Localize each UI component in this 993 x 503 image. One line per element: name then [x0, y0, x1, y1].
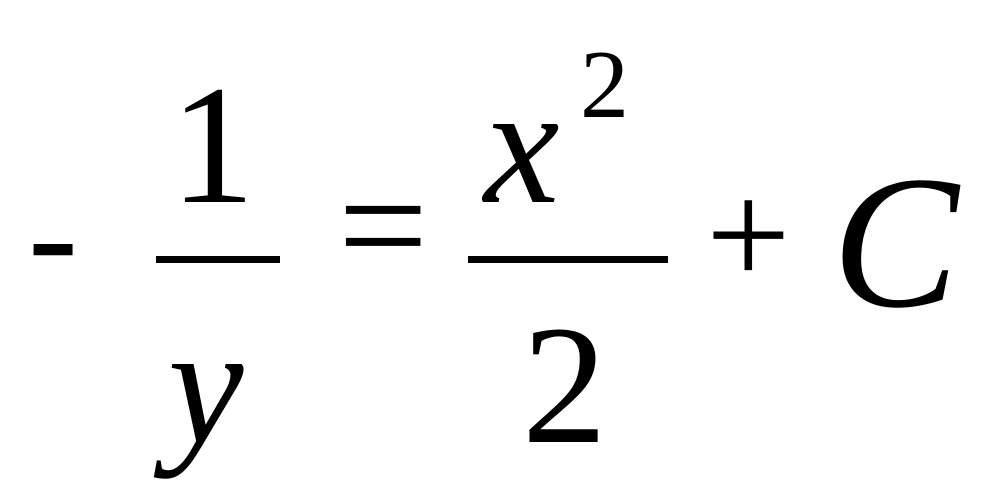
- equals-sign: =: [338, 136, 429, 314]
- rhs-numerator-exponent: 2: [580, 31, 629, 139]
- rhs-numerator-base: x: [484, 51, 560, 239]
- minus-sign: -: [28, 152, 78, 318]
- plus-sign: +: [706, 152, 791, 318]
- integration-constant: C: [832, 138, 959, 348]
- lhs-fraction-bar: [156, 256, 280, 263]
- rhs-denominator: 2: [522, 291, 607, 479]
- rhs-fraction-bar: [468, 256, 668, 263]
- lhs-denominator: y: [168, 291, 244, 479]
- lhs-numerator: 1: [170, 51, 255, 239]
